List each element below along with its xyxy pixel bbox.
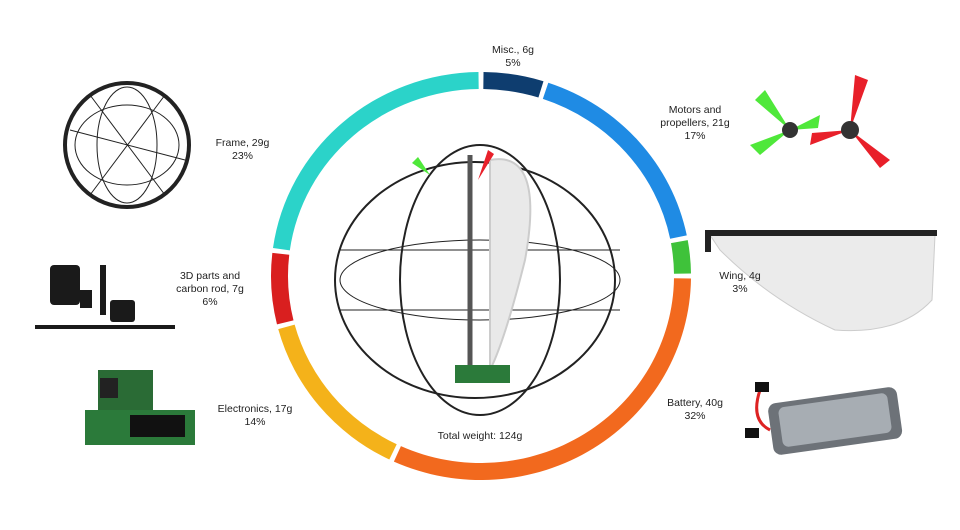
- 3d-parts-label-text-2: carbon rod, 7g: [176, 283, 244, 295]
- label-wing: Wing, 4g 3%: [700, 270, 780, 296]
- battery-image: [745, 382, 903, 455]
- misc-label-percent: 5%: [505, 57, 521, 69]
- label-electronics: Electronics, 17g 14%: [205, 403, 305, 429]
- 3d-parts-label-text: 3D parts and: [179, 270, 241, 282]
- ring-segment-misc-: [483, 72, 544, 98]
- ring-segment-motors-and-propellers: [542, 82, 687, 239]
- electronics-image: [85, 370, 195, 445]
- frame-label-text: Frame, 29g: [215, 137, 270, 149]
- motors-label-text: Motors and: [668, 104, 722, 116]
- wing-label-percent: 3%: [732, 283, 748, 295]
- frame-label-percent: 23%: [231, 150, 253, 162]
- wing-label-text: Wing, 4g: [719, 270, 761, 282]
- misc-label-text: Misc., 6g: [491, 44, 534, 56]
- label-motors: Motors and propellers, 21g 17%: [640, 104, 750, 143]
- label-misc: Misc., 6g 5%: [478, 44, 548, 70]
- ring-segment-frame: [272, 72, 479, 251]
- 3d-parts-label-percent: 6%: [202, 296, 218, 308]
- motors-label-percent: 17%: [684, 130, 706, 142]
- weight-ring: [271, 72, 691, 481]
- motors-propellers-image: [750, 75, 890, 168]
- electronics-label-percent: 14%: [244, 416, 266, 428]
- drone-image: [334, 144, 621, 416]
- ring-segment-electronics: [278, 324, 397, 460]
- battery-label-text: Battery, 40g: [667, 397, 723, 409]
- label-battery: Battery, 40g 32%: [650, 397, 740, 423]
- battery-label-percent: 32%: [684, 410, 706, 422]
- ring-segment-wing: [671, 240, 691, 274]
- 3d-parts-image: [35, 265, 175, 329]
- total-weight-label: Total weight: 124g: [437, 430, 523, 442]
- wing-image: [705, 230, 937, 332]
- ring-segment-3d-parts-and-carbon-rod: [271, 252, 294, 325]
- electronics-label-text: Electronics, 17g: [217, 403, 293, 415]
- ring-segment-battery: [393, 278, 691, 481]
- label-frame: Frame, 29g 23%: [205, 137, 280, 163]
- motors-label-text-2: propellers, 21g: [660, 117, 730, 129]
- frame-image: [63, 81, 191, 209]
- label-3d-parts: 3D parts and carbon rod, 7g 6%: [170, 270, 250, 309]
